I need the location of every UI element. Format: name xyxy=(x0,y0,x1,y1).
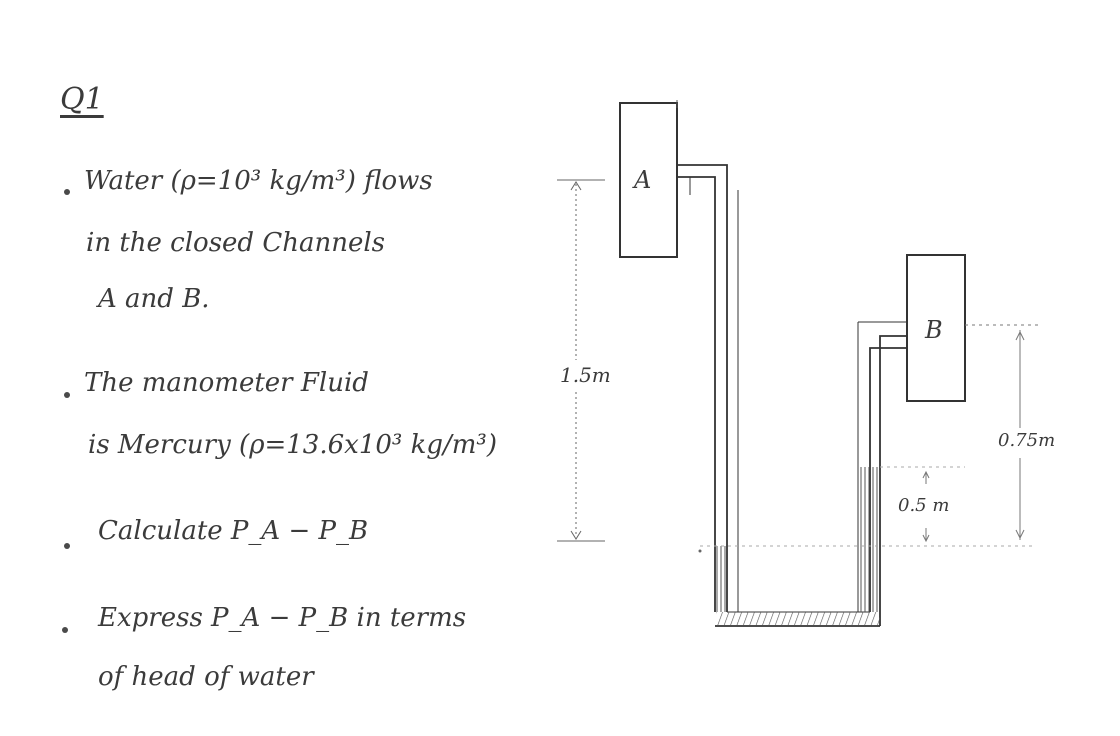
mercury-fill xyxy=(716,467,880,625)
dimension-b xyxy=(965,324,1040,540)
bullet-marker xyxy=(64,543,70,549)
bullet-4-line-2: of head of water xyxy=(98,662,314,692)
bullet-3-line-1: Calculate P_A − P_B xyxy=(98,516,369,546)
dimension-b-label: 0.75m xyxy=(998,430,1055,451)
stray-dot xyxy=(698,549,702,553)
channel-a xyxy=(619,100,678,258)
bullet-marker xyxy=(64,392,70,398)
bullet-4-line-1: Express P_A − P_B in terms xyxy=(98,603,467,633)
bullet-marker xyxy=(62,627,68,633)
bullet-1-line-2: in the closed Channels xyxy=(86,228,386,258)
dimension-mercury-label: 0.5 m xyxy=(898,495,949,516)
bullet-1-line-3: A and B. xyxy=(98,284,210,314)
channel-b-label: B xyxy=(924,316,943,344)
bullet-2-line-1: The manometer Fluid xyxy=(84,368,369,398)
bullet-2-line-2: is Mercury (ρ=13.6x10³ kg/m³) xyxy=(88,430,497,460)
dimension-a xyxy=(557,179,605,542)
channel-a-label: A xyxy=(632,166,651,194)
bullet-marker xyxy=(64,189,70,195)
dimension-a-label: 1.5m xyxy=(560,363,611,387)
dimension-mercury xyxy=(922,470,930,543)
question-title: Q1 xyxy=(60,82,104,117)
channel-b xyxy=(906,254,966,402)
bullet-1-line-1: Water (ρ=10³ kg/m³) flows xyxy=(84,166,433,196)
